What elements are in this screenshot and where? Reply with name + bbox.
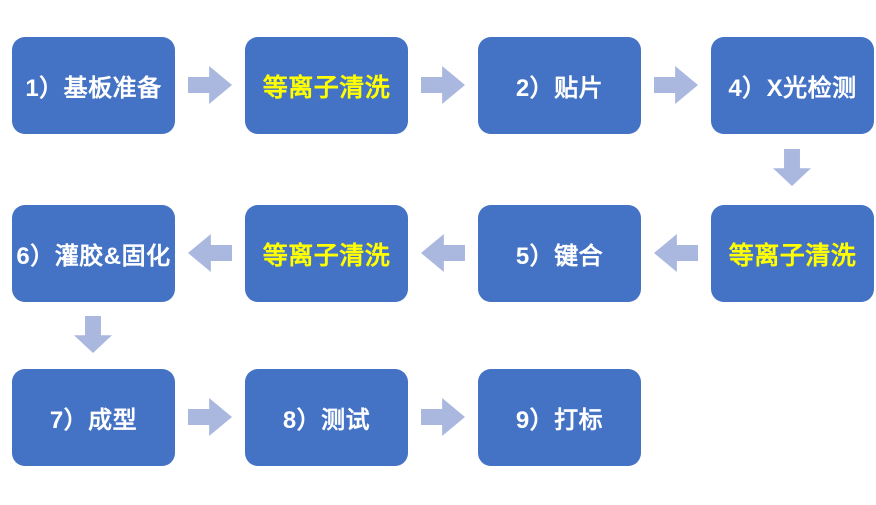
arrow-right-icon <box>654 66 698 104</box>
step-box-substrate-prep: 1）基板准备 <box>12 37 175 134</box>
step-box-xray-inspection: 4）X光检测 <box>711 37 874 134</box>
step-box-die-attach: 2）贴片 <box>478 37 641 134</box>
step-box-potting-curing: 6）灌胶&固化 <box>12 205 175 302</box>
step-box-plasma-clean-1: 等离子清洗 <box>245 37 408 134</box>
arrow-down-icon <box>773 149 811 186</box>
arrow-left-icon <box>421 234 465 272</box>
step-box-bonding: 5）键合 <box>478 205 641 302</box>
arrow-down-icon <box>74 316 112 353</box>
arrow-right-icon <box>421 398 465 436</box>
step-box-marking: 9）打标 <box>478 369 641 466</box>
step-box-plasma-clean-3: 等离子清洗 <box>711 205 874 302</box>
arrow-right-icon <box>188 398 232 436</box>
arrow-left-icon <box>654 234 698 272</box>
arrow-right-icon <box>188 66 232 104</box>
step-box-molding: 7）成型 <box>12 369 175 466</box>
arrow-right-icon <box>421 66 465 104</box>
step-box-testing: 8）测试 <box>245 369 408 466</box>
step-box-plasma-clean-2: 等离子清洗 <box>245 205 408 302</box>
arrow-left-icon <box>188 234 232 272</box>
